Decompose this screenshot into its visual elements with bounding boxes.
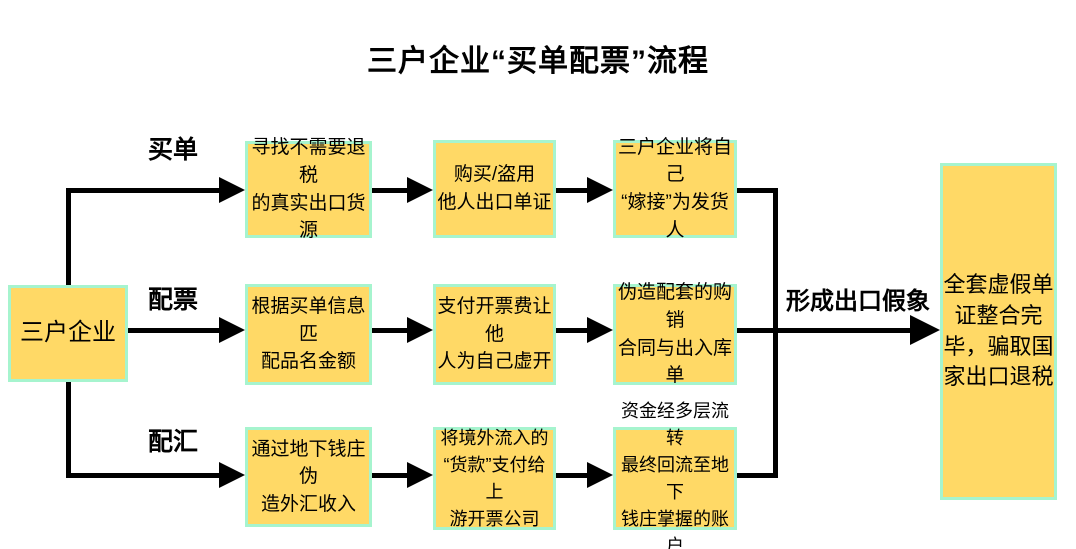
diagram-title: 三户企业“买单配票”流程	[367, 45, 709, 78]
connector-row2-c2c3	[556, 328, 587, 333]
arrowhead-row1-c1c2	[407, 177, 433, 203]
connector-row2-merge	[737, 328, 778, 333]
connector-row2-c1c2	[372, 328, 407, 333]
node-row3-step1: 通过地下钱庄伪 造外汇收入	[245, 427, 372, 527]
merge-label: 形成出口假象	[786, 288, 930, 315]
connector-main-result	[775, 328, 910, 333]
connector-row1-c2c3	[556, 188, 587, 193]
connector-row3-start	[66, 473, 219, 478]
node-row2-step3: 伪造配套的购销 合同与出入库单	[613, 282, 737, 386]
node-row3-step3: 资金经多层流转 最终回流至地下 钱庄掌握的账户	[613, 401, 737, 549]
node-row1-step3: 三户企业将自己 “嫁接”为发货人	[613, 137, 737, 241]
branch-label-peipiao: 配票	[148, 286, 199, 314]
arrowhead-row3-c2c3	[587, 462, 613, 488]
branch-label-maidan: 买单	[148, 136, 199, 164]
node-row2-step1: 根据买单信息匹 配品名金额	[245, 284, 372, 385]
arrowhead-row2-c2c3	[587, 317, 613, 343]
arrowhead-row1-start	[219, 177, 245, 203]
connector-row3-c2c3	[556, 473, 587, 478]
connector-row1-start	[66, 188, 219, 193]
arrowhead-row3-c1c2	[407, 462, 433, 488]
connector-row3-c1c2	[372, 473, 407, 478]
connector-row1-merge	[737, 188, 778, 193]
connector-row3-merge	[737, 473, 778, 478]
arrowhead-row2-c1c2	[407, 317, 433, 343]
arrowhead-row2-start	[219, 317, 245, 343]
node-row1-step2: 购买/盗用 他人出口单证	[433, 140, 556, 238]
node-row3-step2: 将境外流入的 “货款”支付给上 游开票公司	[433, 427, 556, 530]
node-row2-step2: 支付开票费让他 人为自己虚开	[433, 284, 556, 385]
connector-row1-c1c2	[372, 188, 407, 193]
node-result: 全套虚假单 证整合完 毕，骗取国 家出口退税	[940, 163, 1057, 500]
branch-label-peihui: 配汇	[148, 428, 199, 456]
arrowhead-main-result	[910, 315, 940, 345]
node-start: 三户企业	[8, 285, 128, 382]
arrowhead-row1-c2c3	[587, 177, 613, 203]
connector-row2-start	[126, 328, 219, 333]
node-row1-step1: 寻找不需要退税 的真实出口货源	[245, 137, 372, 241]
connector-merge-vertical	[773, 188, 778, 478]
arrowhead-row3-start	[219, 462, 245, 488]
